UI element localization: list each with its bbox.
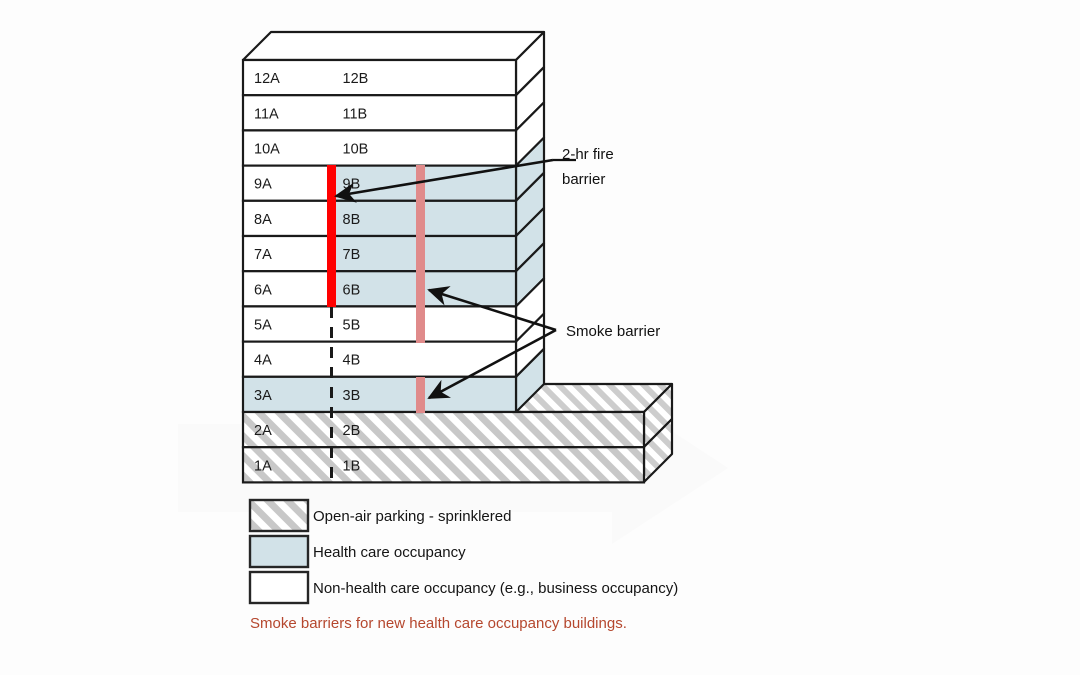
floor-label-a: 5A [254,318,272,334]
floor-row: 7A 7B [241,234,518,273]
floor-row: 6A 6B [241,270,518,308]
smoke-barrier-label: Smoke barrier [566,323,660,340]
legend-item: Non-health care occupancy (e.g., busines… [248,570,678,605]
barriers [327,165,425,482]
floor-label-a: 7A [254,247,272,263]
floor-row: 3A 3B [241,375,518,414]
floor-row: 10A 10B [241,129,518,167]
floor-row: 4A 4B [241,340,518,378]
floor-unit-b [331,130,516,166]
legend-item: Open-air parking - sprinklered [248,498,511,533]
floor-unit-a [243,376,332,412]
floor-label-a: 2A [254,423,272,439]
floor-label-b: 8B [343,212,361,228]
floor-label-b: 12B [343,71,369,87]
floor-label-b: 7B [343,247,361,263]
annotation-leaders [334,158,576,400]
legend-label: Non-health care occupancy (e.g., busines… [313,580,678,597]
floor-label-b: 9B [343,177,361,193]
floor-unit-a [243,271,332,307]
floor-row: 8A 8B [241,199,518,238]
floor-label-b: 10B [343,142,369,158]
floor-row: 1A 1B [241,446,646,484]
fire-barrier-label-line2: barrier [562,171,605,188]
floor-unit-a [243,306,332,342]
legend-label: Health care occupancy [313,544,466,561]
fire-barrier-label-line1: 2-hr fire [562,146,614,163]
floor-unit-b [331,341,516,377]
floor-label-a: 3A [254,388,272,404]
floor-unit-a [243,95,332,131]
floor-outline [241,446,646,484]
floor-label-a: 11A [254,106,279,122]
floor-label-a: 8A [254,212,272,228]
floor-unit-a [243,60,332,96]
tower-side-faces [514,30,546,414]
floor-label-b: 5B [343,318,361,334]
floor-row: 12A 12B [241,58,518,97]
legend-label: Open-air parking - sprinklered [313,508,511,525]
floor-label-b: 11B [343,106,368,122]
floor-label-a: 1A [254,458,272,474]
floor-label-b: 2B [343,423,361,439]
fire-barrier-bar [327,165,336,307]
floor-unit-a [243,200,332,236]
legend-swatch-non-health-care [248,570,310,605]
floor-unit-b [331,60,516,96]
floor-unit-a [243,412,332,448]
floor-unit-a [243,447,332,483]
smoke-barrier-bar-lower [416,377,425,413]
floor-label-b: 1B [343,458,361,474]
floor-label-a: 12A [254,71,280,87]
floor-unit-a [243,130,332,166]
floor-unit-b [331,95,516,131]
smoke-barrier-bar-upper [416,165,425,307]
legend-swatch-hatched [248,498,310,533]
floor-unit-a [243,236,332,272]
floor-unit-a [243,341,332,377]
smoke-barrier-leader-lower [427,328,557,400]
tower-roof-face [241,30,546,62]
smoke-barrier-bar-mid [416,307,425,343]
floor-unit-b [331,447,644,483]
floor-label-b: 3B [343,388,361,404]
floor-stack: 12A 12B 11A 11B 10A 10B 9A 9B 8A 8B 7A 7B 6A 6B 5A 5B 4A… [241,58,646,484]
floor-label-a: 4A [254,353,272,369]
legend-item: Health care occupancy [248,534,466,569]
annotation-labels: 2-hr fire barrier Smoke barrier [562,146,660,340]
fire-barrier-leader [334,158,554,203]
floor-label-a: 9A [254,177,272,193]
smoke-barrier-leader-upper [427,286,557,332]
floor-label-b: 6B [343,282,361,298]
floor-unit-a [243,165,332,201]
floor-row: 9A 9B [241,164,518,202]
floor-row: 2A 2B [241,410,646,449]
floor-label-a: 10A [254,142,280,158]
floor-label-b: 4B [343,353,361,369]
legend-swatch-health-care [248,534,310,569]
floor-label-a: 6A [254,282,272,298]
floor-row: 11A 11B [241,94,518,132]
floor-row: 5A 5B [241,305,518,343]
diagram-caption: Smoke barriers for new health care occup… [250,615,627,632]
floor-unit-b [331,412,644,448]
